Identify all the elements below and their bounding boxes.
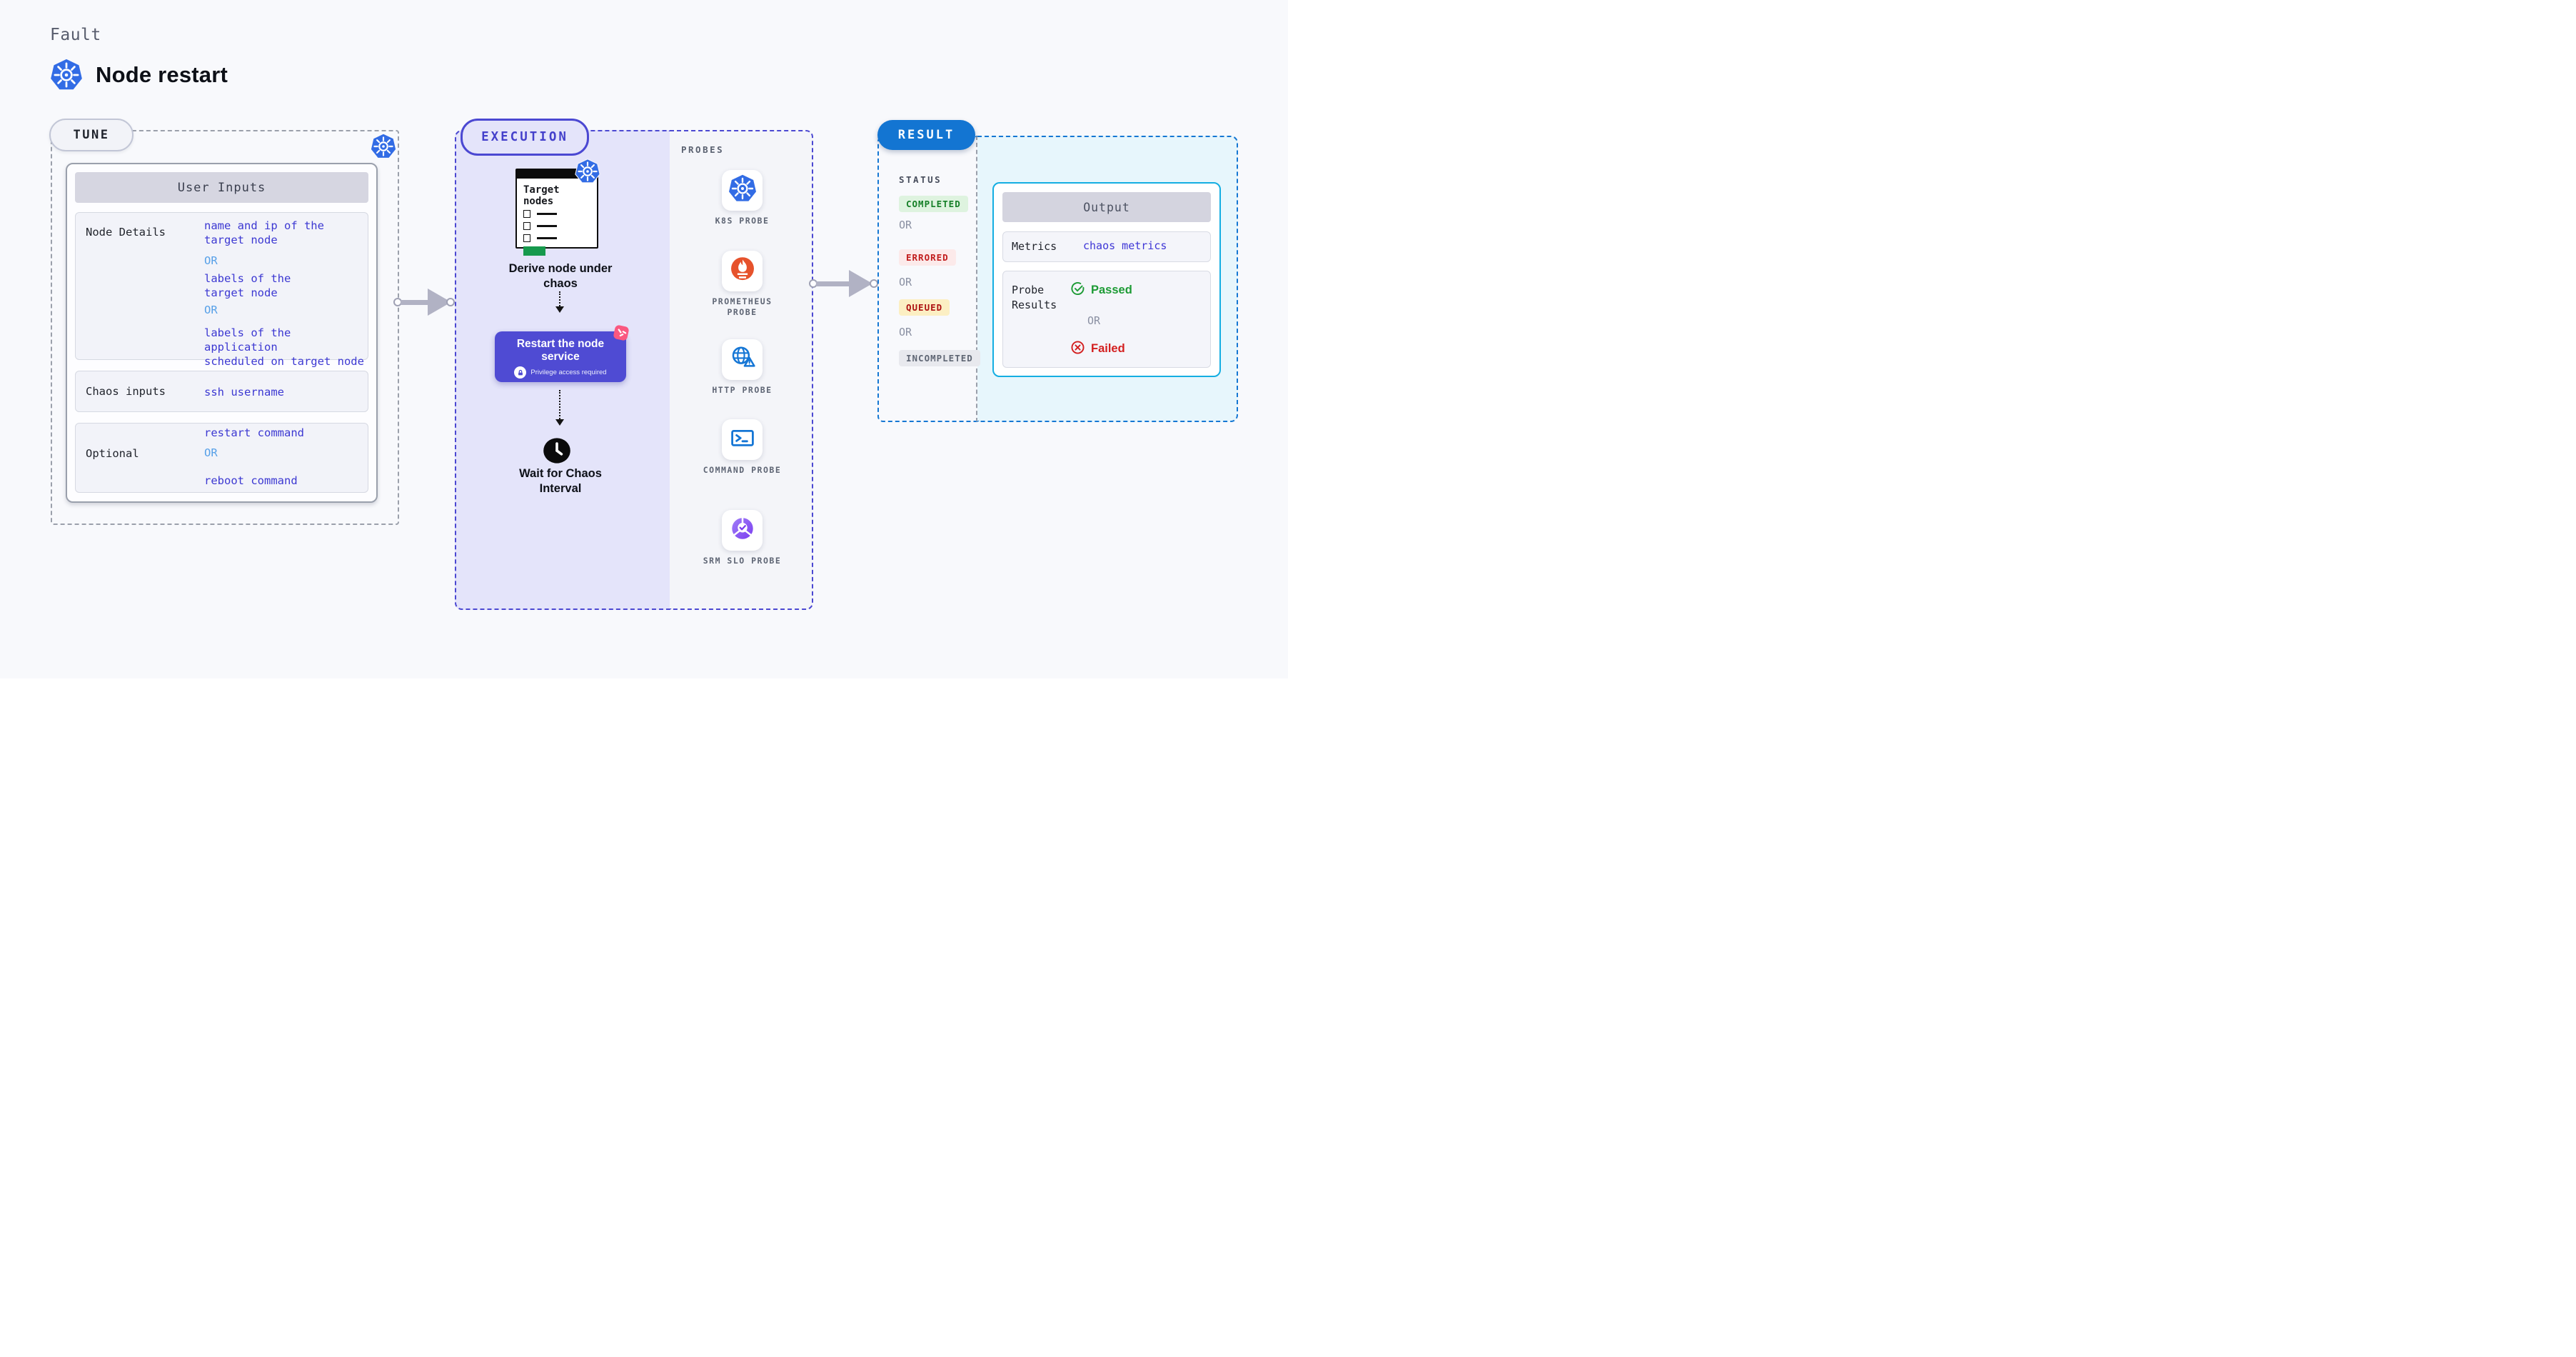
node-list-item — [523, 210, 557, 218]
metrics-row: Metrics chaos metrics — [1002, 231, 1211, 262]
row-label: Node Details — [86, 226, 166, 239]
or-separator: OR — [204, 304, 218, 316]
privilege-note-text: Privilege access required — [530, 369, 607, 376]
node-list-item — [523, 234, 557, 242]
kubernetes-icon — [371, 134, 396, 159]
failed-result: Failed — [1070, 340, 1125, 358]
result-badge: RESULT — [877, 120, 975, 150]
row-label: Chaos inputs — [86, 385, 166, 398]
k8s-probe-card — [722, 170, 763, 211]
command-probe-card — [722, 419, 763, 460]
flow-arrow — [809, 266, 882, 301]
privilege-note: Privilege access required — [495, 366, 626, 379]
probe-label: K8S PROBE — [715, 216, 770, 226]
row-value: labels of the target node — [204, 272, 291, 299]
status-badge-incompleted: INCOMPLETED — [899, 350, 980, 366]
output-card: Output Metrics chaos metrics Probe Resul… — [992, 182, 1221, 377]
status-badge-completed: COMPLETED — [899, 196, 968, 212]
down-arrow — [555, 390, 564, 426]
srm-slo-probe-card — [722, 510, 763, 551]
slo-pie-icon — [728, 514, 758, 547]
chaos-fault-icon — [611, 323, 631, 346]
passed-label: Passed — [1091, 284, 1132, 296]
status-badge-errored: ERRORED — [899, 249, 956, 266]
kubernetes-icon — [50, 59, 83, 91]
flow-arrow — [393, 285, 459, 319]
probe-label: HTTP PROBE — [712, 385, 773, 395]
table-row-node-details: Node Details name and ip of the target n… — [75, 212, 368, 368]
selected-node-bar — [523, 246, 545, 256]
target-nodes-title: Target nodes — [523, 184, 560, 207]
or-separator: OR — [899, 219, 912, 231]
restart-node-service-step: Restart the node service Privilege acces… — [495, 331, 626, 382]
node-restart-diagram: Fault Node restart TUNE — [0, 0, 1288, 678]
row-value: restart command — [204, 426, 304, 439]
probe-results-row: Probe Results Passed OR — [1002, 271, 1211, 368]
kubernetes-icon — [728, 174, 757, 206]
restart-step-title: Restart the node service — [516, 338, 605, 363]
failed-label: Failed — [1091, 342, 1125, 355]
row-label: Optional — [86, 447, 139, 460]
or-separator: OR — [1087, 314, 1101, 327]
prometheus-probe-card — [722, 251, 763, 291]
row-value: reboot command — [204, 474, 298, 487]
or-separator: OR — [899, 276, 912, 289]
check-circle-icon — [1070, 281, 1085, 299]
page-title-row: Node restart — [50, 59, 228, 91]
probe-label: COMMAND PROBE — [703, 465, 782, 475]
execution-section: Target nodes Derive node under chaos — [455, 130, 813, 610]
table-row-optional: Optional restart command OR reboot comma… — [75, 423, 368, 493]
x-circle-icon — [1070, 340, 1085, 358]
user-inputs-card: User Inputs Node Details name and ip of … — [66, 163, 378, 503]
target-nodes-card: Target nodes — [515, 169, 598, 256]
passed-result: Passed — [1070, 281, 1132, 299]
output-header: Output — [1002, 192, 1211, 222]
probe-label: SRM SLO PROBE — [703, 556, 782, 566]
http-probe-card — [722, 339, 763, 380]
clock-icon — [542, 436, 572, 469]
row-value: ssh username — [204, 386, 284, 399]
probe-results-label: Probe Results — [1012, 284, 1057, 311]
derive-node-step: Derive node under chaos — [508, 262, 613, 290]
execution-badge: EXECUTION — [461, 119, 589, 156]
table-row-chaos-inputs: Chaos inputs ssh username — [75, 371, 368, 412]
or-separator: OR — [204, 446, 218, 459]
result-section: STATUS COMPLETED OR ERRORED OR QUEUED OR… — [877, 136, 1238, 422]
page-title: Node restart — [96, 62, 228, 87]
metrics-value: chaos metrics — [1083, 239, 1167, 252]
node-list-item — [523, 222, 557, 230]
http-globe-icon — [728, 343, 758, 376]
terminal-icon — [728, 424, 757, 456]
probe-label: PROMETHEUS PROBE — [712, 296, 773, 317]
down-arrow — [555, 291, 564, 313]
user-inputs-header: User Inputs — [75, 172, 368, 203]
probes-heading: PROBES — [681, 144, 725, 155]
kubernetes-icon — [575, 159, 600, 184]
or-separator: OR — [899, 326, 912, 339]
row-value: name and ip of the target node — [204, 219, 324, 246]
fault-kicker: Fault — [50, 26, 101, 44]
prometheus-icon — [728, 254, 758, 288]
tune-badge: TUNE — [49, 119, 134, 151]
wait-chaos-interval-step: Wait for Chaos Interval — [519, 467, 602, 495]
status-heading: STATUS — [899, 174, 942, 185]
metrics-label: Metrics — [1012, 240, 1057, 253]
row-value: labels of the application scheduled on t… — [204, 326, 364, 368]
or-separator: OR — [204, 254, 218, 267]
status-badge-queued: QUEUED — [899, 299, 950, 316]
lock-icon — [514, 366, 527, 379]
tune-section — [51, 130, 399, 525]
